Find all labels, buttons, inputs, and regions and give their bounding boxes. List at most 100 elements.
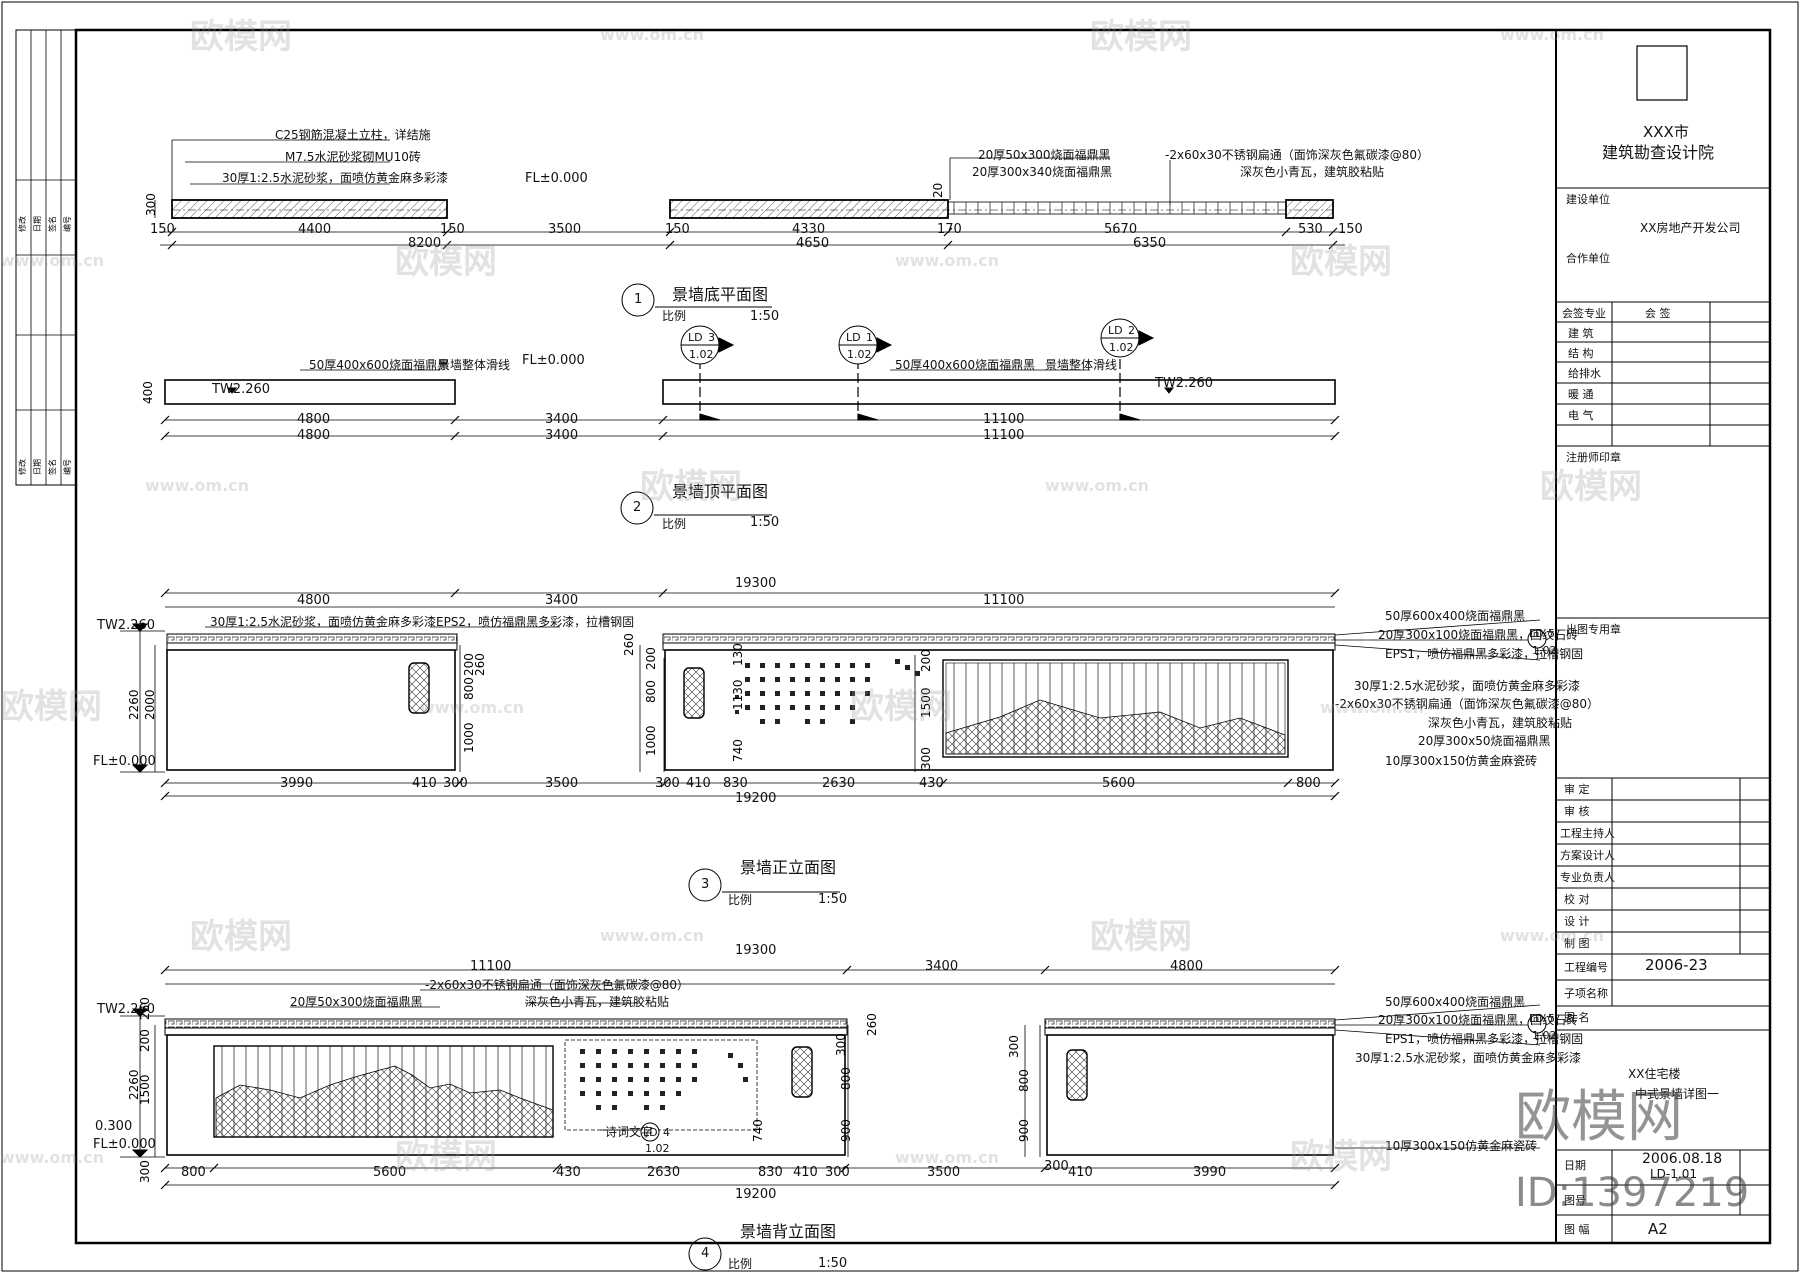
elev3-note-r-1: 50厚600x400烧面福鼎黑 (1385, 609, 1526, 623)
elev4-b-300a: 300 (825, 1165, 850, 1180)
watermark-site: www.om.cn (1045, 476, 1150, 495)
institute-name-1: XXX市 (1643, 123, 1689, 141)
elev3-h-2000: 2000 (143, 689, 157, 720)
plan2-dim-4800-a: 4800 (297, 412, 331, 427)
elev3-note-top-2: EPS2，喷仿福鼎黑多彩漆，拉槽钢固 (436, 615, 635, 629)
drawing-3-number-circle (688, 868, 722, 902)
plan1-note-right-4: 深灰色小青瓦，建筑胶粘贴 (1240, 165, 1385, 179)
approval-row-5: 专业负责人 (1560, 871, 1615, 884)
plan2-height-dim: 400 (141, 381, 155, 404)
elev4-m-900: 900 (839, 1119, 853, 1142)
watermark-brand: 欧模网 (190, 917, 292, 957)
plan2-note-1: 50厚400x600烧面福鼎黑 (309, 358, 450, 372)
drawing1-scale-label: 比例 (662, 309, 687, 323)
elev3-b-5600: 5600 (1102, 776, 1136, 791)
sign-header-2: 会 签 (1645, 307, 1671, 320)
elev4-note-r-5: 10厚300x150仿黄金麻瓷砖 (1385, 1139, 1538, 1153)
watermark-brand: 欧模网 (1290, 1137, 1392, 1177)
approval-row-8: 制 图 (1564, 937, 1590, 950)
watermark-site: www.om.cn (1500, 926, 1605, 945)
elev3-note-r-2: 20厚300x100烧面福鼎黑，回纹石砖 (1378, 628, 1579, 642)
elev3-r-300: 300 (919, 747, 933, 770)
elev3-b-300a: 300 (443, 776, 468, 791)
elev4-note-r-3: EPS1，喷仿福鼎黑多彩漆，拉槽钢固 (1385, 1032, 1584, 1046)
elevation-3-geometry (120, 592, 1541, 797)
ld5-marker-back (1527, 1014, 1547, 1034)
plan1-note-3: 30厚1:2.5水泥砂浆，面喷仿黄金麻多彩漆 (222, 171, 449, 185)
construction-unit: XX房地产开发公司 (1640, 221, 1741, 235)
watermark-brand: 欧模网 (640, 467, 742, 507)
watermark-brand: 欧模网 (1090, 917, 1192, 957)
sign-header-1: 会签专业 (1562, 307, 1606, 320)
watermark-site: www.om.cn (0, 251, 105, 270)
plan2-dim-3400-a: 3400 (545, 412, 579, 427)
elev3-note-r-3: EPS1，喷仿福鼎黑多彩漆，拉槽钢固 (1385, 647, 1584, 661)
elev3-r-740: 740 (731, 739, 745, 762)
elev3-b-410a: 410 (412, 776, 437, 791)
strip-top-label-4: 编号 (63, 216, 72, 232)
elev3-note-r-4: 30厚1:2.5水泥砂浆，面喷仿黄金麻多彩漆 (1354, 679, 1581, 693)
plan2-note-4: 景墙整体滑线 (1045, 358, 1118, 372)
elev3-fl: FL±0.000 (93, 754, 156, 769)
watermark-site: www.om.cn (1320, 698, 1425, 717)
drawing4-scale-label: 比例 (728, 1257, 753, 1271)
subitem-label: 子项名称 (1564, 987, 1608, 1000)
drawing-name-label: 图 名 (1564, 1011, 1590, 1024)
watermark-brand: 欧模网 (190, 17, 292, 57)
elev4-r-900: 900 (1017, 1119, 1031, 1142)
elev4-b-410a: 410 (793, 1165, 818, 1180)
strip-bottom-label-1: 修改 (18, 459, 27, 475)
plan1-dim-150-c: 150 (665, 222, 690, 237)
drawing2-scale: 1:50 (750, 515, 780, 530)
elev3-r-800: 800 (644, 680, 658, 703)
elev4-total-top: 19300 (735, 943, 777, 958)
watermark-site: www.om.cn (1500, 25, 1605, 44)
plan2-note-3: 50厚400x600烧面福鼎黑 (895, 358, 1036, 372)
revision-strip (15, 29, 77, 486)
plan1-height-dim: 300 (144, 193, 158, 216)
watermark-site: www.om.cn (420, 698, 525, 717)
elev3-mid-260: 260 (473, 653, 487, 676)
project-no: 2006-23 (1645, 956, 1708, 974)
elev4-m-260: 260 (865, 1013, 879, 1036)
elev4-total-bottom: 19200 (735, 1187, 777, 1202)
watermark-brand-large: 欧模网 (1515, 1085, 1683, 1150)
elev4-ld4-ref: 1.02 (645, 1142, 670, 1155)
elev3-ld5-ref: 1.02 (1532, 644, 1557, 657)
drawing3-scale-label: 比例 (728, 893, 753, 907)
section-ld2-code: LD (1108, 324, 1123, 337)
elev4-m-800: 800 (839, 1067, 853, 1090)
plan1-dim-150-a: 150 (150, 222, 175, 237)
elev3-r-1000: 1000 (644, 725, 658, 756)
elev3-total-top: 19300 (735, 576, 777, 591)
elev3-ld5-number: 5 (1548, 627, 1555, 640)
elev3-top-11100: 11100 (983, 593, 1025, 608)
seal-label: 出图专用章 (1566, 623, 1621, 636)
strip-bottom-label-4: 编号 (63, 459, 72, 475)
plan1-dim-4400: 4400 (298, 222, 332, 237)
watermark-brand: 欧模网 (1290, 242, 1392, 282)
section-ld3-ref: 1.02 (689, 348, 714, 361)
plan1-dim-20: 20 (931, 182, 945, 198)
elev3-r-260: 260 (622, 633, 636, 656)
drawing-frame (74, 28, 1772, 1245)
elev3-b-3990: 3990 (280, 776, 314, 791)
elev3-b-300b: 300 (655, 776, 680, 791)
section-ld1-number: 1 (866, 331, 873, 344)
plan1-dim-8200: 8200 (408, 236, 442, 251)
drawing2-number: 2 (633, 500, 642, 515)
construction-unit-label: 建设单位 (1566, 193, 1610, 206)
elev4-b-800: 800 (181, 1165, 206, 1180)
elev4-ld5-code: LD (1529, 1012, 1544, 1025)
elev4-b-3990: 3990 (1193, 1165, 1227, 1180)
elev4-b-5600: 5600 (373, 1165, 407, 1180)
plan1-note-right-3: -2x60x30不锈钢扁通（面饰深灰色氟碳漆@80） (1165, 148, 1429, 162)
elev3-note-r-7: 20厚300x50烧面福鼎黑 (1418, 734, 1551, 748)
elev4-note-r-1: 50厚600x400烧面福鼎黑 (1385, 995, 1526, 1009)
watermark-site: www.om.cn (145, 476, 250, 495)
elev3-mid-1000: 1000 (462, 722, 476, 753)
plan2-dim-3400-b: 3400 (545, 428, 579, 443)
elev4-fl: FL±0.000 (93, 1137, 156, 1152)
